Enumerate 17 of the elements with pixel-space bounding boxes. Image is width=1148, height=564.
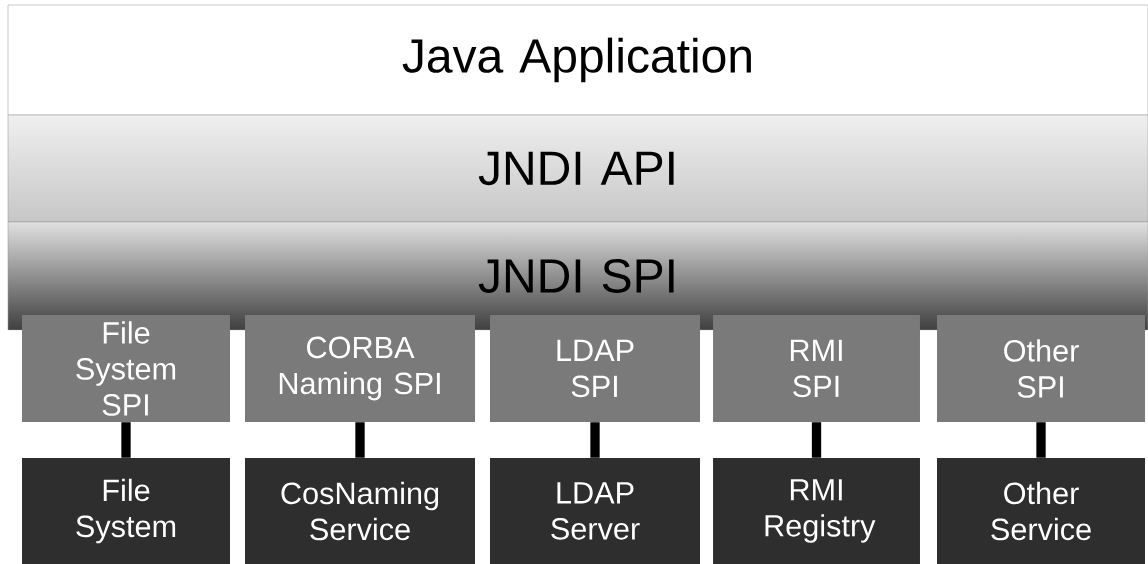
connector-line bbox=[355, 422, 365, 458]
provider-box: RMI SPI bbox=[713, 315, 920, 422]
provider-box: File System SPI bbox=[22, 315, 230, 422]
provider-box: CORBA Naming SPI bbox=[245, 315, 475, 422]
service-box: RMI Registry bbox=[713, 458, 920, 564]
layer-band: JNDI API bbox=[7, 114, 1148, 223]
connector-line bbox=[121, 422, 131, 458]
service-box: LDAP Server bbox=[490, 458, 700, 564]
service-box: File System bbox=[22, 458, 230, 564]
provider-box: Other SPI bbox=[937, 315, 1145, 422]
connector-line bbox=[590, 422, 600, 458]
service-box: CosNaming Service bbox=[245, 458, 475, 564]
provider-box: LDAP SPI bbox=[490, 315, 700, 422]
service-box: Other Service bbox=[937, 458, 1145, 564]
connector-line bbox=[1036, 422, 1046, 458]
connector-line bbox=[811, 422, 822, 458]
layer-band: Java Application bbox=[7, 4, 1148, 116]
